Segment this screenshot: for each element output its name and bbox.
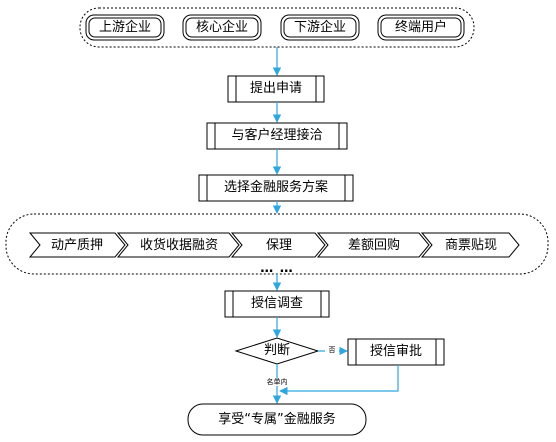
participant-label-downstream: 下游企业 — [293, 20, 346, 35]
participant-label-upstream: 上游企业 — [98, 20, 151, 35]
participant-label-enduser: 终端用户 — [394, 20, 447, 35]
participant-node-upstream — [85, 14, 165, 41]
connector-approval-result — [279, 365, 399, 396]
step-choose-label: 选择金融服务方案 — [223, 180, 328, 195]
product-chevron-1 — [28, 232, 126, 258]
step-approval-box — [347, 338, 445, 366]
product-label-2: 收货收据融资 — [139, 238, 218, 253]
product-chevron-4 — [316, 232, 430, 258]
result-label: 享受“专属”金融服务 — [218, 412, 336, 427]
step-meet-box — [206, 122, 348, 150]
participant-node-enduser — [377, 14, 465, 41]
product-label-5: 商票贴现 — [444, 238, 497, 253]
step-apply-label: 提出申请 — [249, 81, 302, 96]
step-credit-check-label: 授信调查 — [250, 296, 303, 311]
step-approval-label: 授信审批 — [369, 344, 422, 359]
product-chevron-2 — [116, 232, 240, 258]
edge-label-in-list: 名单内 — [258, 379, 296, 386]
participants-group — [79, 7, 475, 48]
participant-node-downstream — [280, 14, 360, 41]
decision-label: 判断 — [263, 343, 290, 358]
step-apply-box — [227, 75, 325, 103]
step-credit-check-box — [224, 290, 330, 318]
product-label-4: 差额回购 — [347, 238, 400, 253]
step-choose-box — [198, 174, 354, 202]
product-label-1: 动产质押 — [50, 238, 103, 253]
participant-node-core — [182, 14, 262, 41]
step-meet-label: 与客户经理接洽 — [231, 128, 323, 143]
result-terminator — [187, 403, 367, 436]
participant-label-core: 核心企业 — [195, 20, 248, 35]
edge-label-no: 否 — [325, 347, 339, 354]
product-label-3: 保理 — [265, 238, 292, 253]
product-chevron-5 — [420, 232, 520, 258]
product-chevron-3 — [230, 232, 326, 258]
more-products-ellipsis: … … — [260, 261, 294, 276]
